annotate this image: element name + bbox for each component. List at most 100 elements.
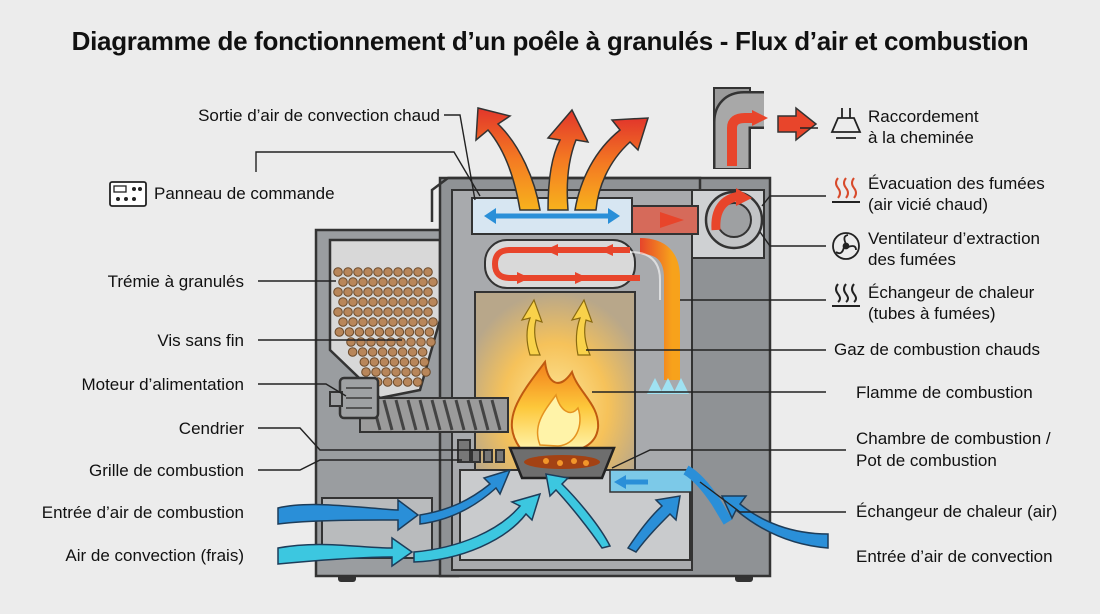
combustion-grate — [457, 439, 505, 463]
fresh-convection-arrows — [277, 473, 829, 568]
leader-lines — [255, 114, 846, 513]
label-echangeur-air: Échangeur de chaleur (air) — [856, 502, 1057, 521]
pellet — [343, 307, 353, 317]
pellet — [428, 297, 438, 307]
pellet — [398, 297, 408, 307]
flue-tubes — [484, 239, 640, 289]
pellet — [359, 357, 370, 367]
label-tremie: Trémie à granulés — [108, 272, 244, 291]
pellet — [408, 317, 418, 327]
label-entree-convection: Entrée d’air de convection — [856, 547, 1053, 566]
label-vis-sans-fin: Vis sans fin — [157, 331, 244, 350]
pellet — [423, 307, 433, 317]
pellet — [373, 287, 383, 297]
heat-exchanger-icon — [832, 283, 860, 307]
label-raccordement: Raccordement — [868, 107, 979, 126]
pellet — [409, 357, 420, 367]
pellet — [393, 307, 403, 317]
pellet — [428, 317, 438, 327]
auger-thread — [382, 399, 394, 431]
pellet — [407, 347, 418, 357]
pellet — [357, 347, 368, 357]
flame — [510, 359, 600, 454]
pellet — [371, 367, 381, 377]
pellet — [348, 277, 358, 287]
pellet — [396, 337, 406, 347]
label-evacuation-2: (air vicié chaud) — [868, 195, 988, 214]
pellet — [389, 357, 400, 367]
label-flamme: Flamme de combustion — [856, 383, 1033, 402]
pellet — [418, 277, 428, 287]
label-echangeur-fumees: Échangeur de chaleur — [868, 283, 1035, 302]
auger-thread — [394, 399, 406, 431]
label-evacuation: Évacuation des fumées — [868, 174, 1045, 193]
pellet — [373, 307, 383, 317]
pellet — [356, 337, 366, 347]
hot-convection-arrows — [475, 107, 650, 211]
pellet — [379, 357, 390, 367]
auger-thread — [490, 399, 502, 431]
auger-thread — [418, 399, 430, 431]
hot-flue-channel — [639, 238, 680, 380]
label-air-convection-frais: Air de convection (frais) — [65, 546, 244, 565]
pellet — [333, 307, 343, 317]
pellet — [354, 327, 365, 337]
pellet — [383, 287, 393, 297]
pellet — [358, 317, 368, 327]
labels-right: Raccordement à la cheminée Évacuation de… — [834, 107, 1057, 566]
pellet — [393, 287, 403, 297]
convection-double-arrow — [484, 208, 620, 224]
pellet — [411, 367, 421, 377]
pellet — [353, 287, 363, 297]
pellet — [377, 347, 388, 357]
chimney-hood-icon — [830, 108, 862, 139]
hot-gas-arrows — [520, 298, 593, 356]
pellet — [383, 267, 393, 277]
pellet — [426, 337, 436, 347]
pellet — [416, 337, 426, 347]
label-ventilateur-2: des fumées — [868, 250, 956, 269]
pellet — [384, 327, 395, 337]
pellet — [419, 357, 430, 367]
label-gaz-combustion: Gaz de combustion chauds — [834, 340, 1040, 359]
pellet — [373, 267, 383, 277]
pellet — [412, 377, 423, 387]
pellet — [343, 287, 353, 297]
pellet — [423, 287, 433, 297]
pellet — [403, 267, 413, 277]
pellet — [392, 377, 403, 387]
combustion-air-arrows — [277, 468, 512, 532]
pellet — [381, 367, 391, 377]
pellet — [374, 327, 385, 337]
pellet — [368, 297, 378, 307]
pellet — [418, 297, 428, 307]
pellet — [378, 277, 388, 287]
pellet — [428, 277, 438, 287]
pellet — [386, 337, 396, 347]
pellet — [413, 287, 423, 297]
pellet — [348, 317, 358, 327]
pellet — [421, 367, 431, 377]
feed-motor — [329, 376, 380, 420]
pellet — [413, 267, 423, 277]
pellet — [383, 307, 393, 317]
burn-pot — [508, 446, 616, 480]
pellet — [338, 297, 348, 307]
label-moteur: Moteur d’alimentation — [81, 375, 244, 394]
pellet — [348, 297, 358, 307]
label-sortie-convection: Sortie d’air de convection chaud — [198, 106, 440, 125]
pellet — [393, 267, 403, 277]
labels-left: Sortie d’air de convection chaud Panneau… — [42, 106, 440, 565]
label-panneau-commande: Panneau de commande — [154, 184, 335, 203]
page-title: Diagramme de fonctionnement d’un poêle à… — [71, 26, 1029, 56]
extraction-fan — [704, 188, 764, 250]
pellets — [333, 267, 438, 387]
pellet — [333, 267, 343, 277]
pellet — [403, 287, 413, 297]
label-chambre-combustion-2: Pot de combustion — [856, 451, 997, 470]
control-panel-icon — [109, 181, 147, 207]
pellet — [387, 347, 398, 357]
pellet — [364, 327, 375, 337]
